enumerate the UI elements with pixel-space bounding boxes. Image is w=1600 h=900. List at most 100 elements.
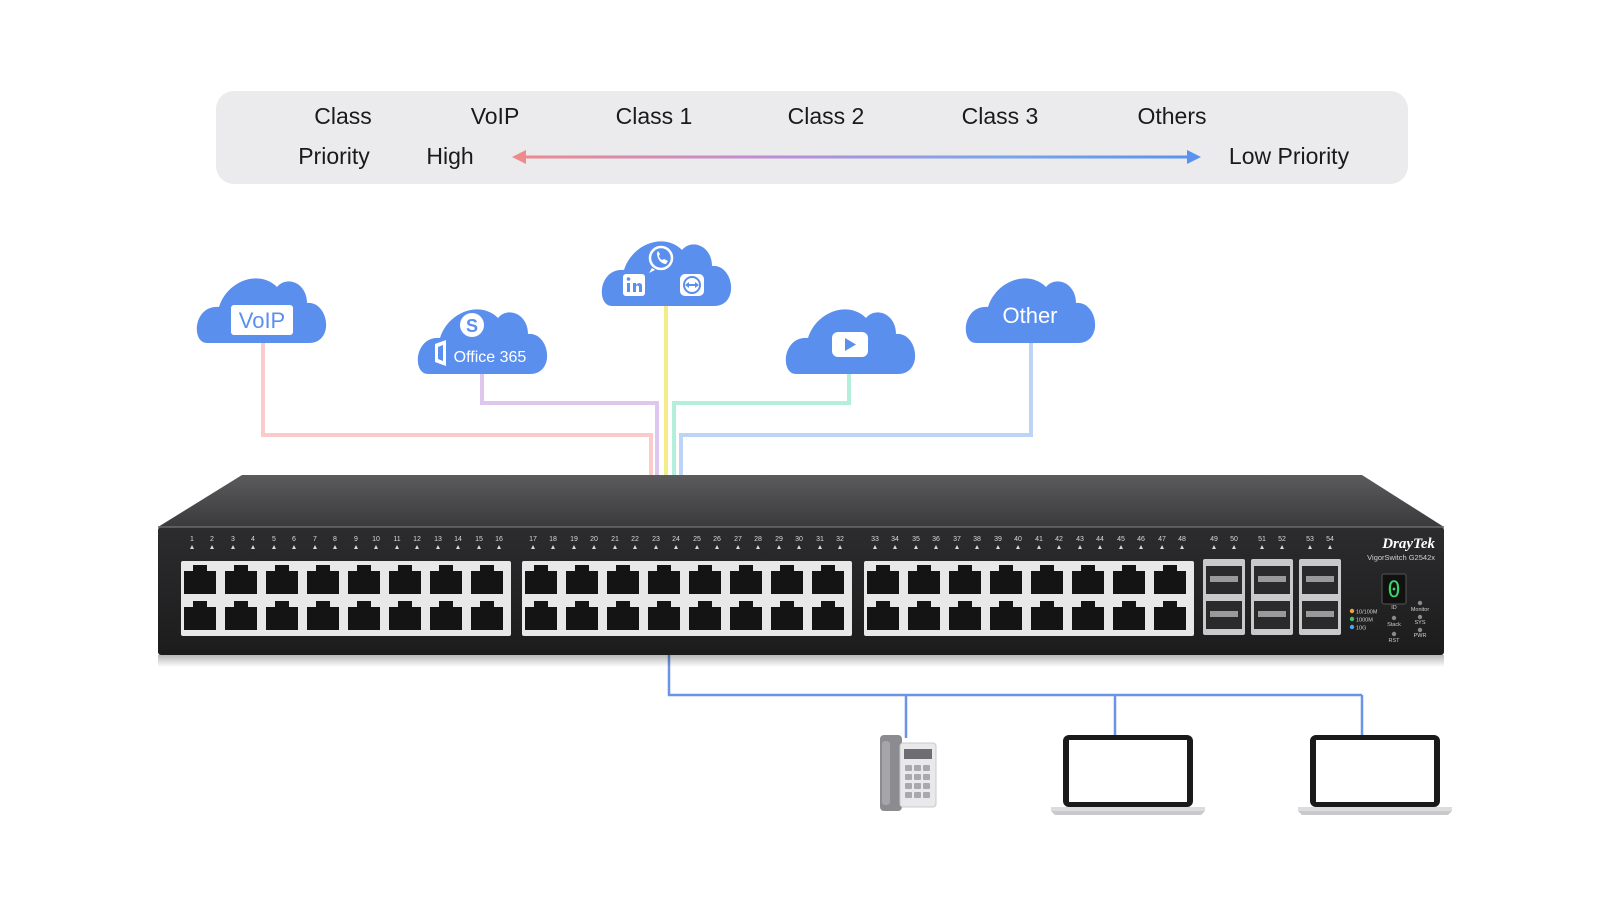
port-indicator-arrow <box>715 545 719 549</box>
phone-key <box>905 774 912 780</box>
port-number-label: 21 <box>611 536 619 543</box>
led-indicator <box>1349 616 1355 622</box>
rj45-port <box>430 601 462 630</box>
status-label: PWR <box>1414 633 1427 639</box>
port-number-label: 37 <box>953 536 961 543</box>
rj45-port <box>607 565 639 594</box>
port-number-label: 22 <box>631 536 639 543</box>
port-indicator-arrow <box>914 545 918 549</box>
teamviewer-icon <box>680 274 704 296</box>
port-number-label: 29 <box>775 536 783 543</box>
status-led <box>1391 631 1397 637</box>
rj45-port <box>771 601 803 630</box>
rj45-port <box>908 565 940 594</box>
port-number-label: 34 <box>891 536 899 543</box>
port-indicator-arrow <box>1037 545 1041 549</box>
rj45-port <box>990 601 1022 630</box>
port-number-label: 26 <box>713 536 721 543</box>
port-number-label: 31 <box>816 536 824 543</box>
port-indicator-arrow <box>797 545 801 549</box>
port-indicator-arrow <box>838 545 842 549</box>
port-number-label: 46 <box>1137 536 1145 543</box>
rj45-port <box>1031 601 1063 630</box>
rj45-port <box>990 565 1022 594</box>
rj45-port <box>389 565 421 594</box>
port-indicator-arrow <box>374 545 378 549</box>
cloud-shape <box>417 309 548 374</box>
port-indicator-arrow <box>996 545 1000 549</box>
port-number-label: 41 <box>1035 536 1043 543</box>
cloud-shape <box>965 278 1096 343</box>
rj45-port <box>184 601 216 630</box>
port-number-label: 33 <box>871 536 879 543</box>
port-number-label: 7 <box>313 536 317 543</box>
rj45-port <box>307 565 339 594</box>
port-number-label: 1 <box>190 536 194 543</box>
rj45-port <box>348 601 380 630</box>
port-indicator-arrow <box>395 545 399 549</box>
port-indicator-arrow <box>251 545 255 549</box>
rj45-port <box>1031 565 1063 594</box>
cloud-shape <box>601 241 732 306</box>
class-1: Class 1 <box>615 103 693 129</box>
phone-key <box>914 792 921 798</box>
switch-brand: DrayTek <box>1381 536 1435 552</box>
port-indicator-arrow <box>1160 545 1164 549</box>
rj45-port <box>648 601 680 630</box>
led-indicator <box>1349 624 1355 630</box>
port-number-label: 20 <box>590 536 598 543</box>
led-label: 10/100M <box>1356 610 1378 616</box>
rj45-port <box>225 565 257 594</box>
port-number-label: 40 <box>1014 536 1022 543</box>
port-blocks <box>181 561 1194 636</box>
port-indicator-arrow <box>436 545 440 549</box>
voip-label-box <box>231 305 293 335</box>
port-indicator-arrow <box>893 545 897 549</box>
rj45-port <box>1113 601 1145 630</box>
port-number-label: 23 <box>652 536 660 543</box>
port-indicator-arrow <box>1016 545 1020 549</box>
rj45-port <box>566 565 598 594</box>
phone-key <box>905 792 912 798</box>
rj45-port <box>1072 565 1104 594</box>
port-number-label: 9 <box>354 536 358 543</box>
rj45-port <box>689 601 721 630</box>
rj45-port <box>949 565 981 594</box>
phone-key <box>923 774 930 780</box>
sfp-number-label: 51 <box>1258 536 1266 543</box>
port-indicator-arrow <box>190 545 194 549</box>
seven-segment-display: 0 <box>1387 578 1400 603</box>
phone-key <box>914 774 921 780</box>
port-indicator-arrow <box>497 545 501 549</box>
port-indicator-arrow <box>354 545 358 549</box>
port-number-label: 45 <box>1117 536 1125 543</box>
rj45-port <box>908 601 940 630</box>
class-row-label: Class <box>314 103 372 129</box>
port-indicator-arrow <box>777 545 781 549</box>
status-led <box>1417 614 1423 620</box>
port-number-label: 36 <box>932 536 940 543</box>
rj45-port <box>730 565 762 594</box>
port-block <box>522 561 852 636</box>
port-number-label: 43 <box>1076 536 1084 543</box>
status-label: ID <box>1391 605 1397 611</box>
port-indicator-arrow <box>572 545 576 549</box>
laptop-icon <box>1298 735 1452 815</box>
port-indicator-arrow <box>1119 545 1123 549</box>
rj45-ports <box>184 565 1186 630</box>
low-priority-label: Low Priority <box>1228 143 1350 169</box>
port-number-label: 6 <box>292 536 296 543</box>
port-indicator-arrow <box>456 545 460 549</box>
rj45-port <box>648 565 680 594</box>
port-number-label: 35 <box>912 536 920 543</box>
port-number-label: 14 <box>454 536 462 543</box>
switch-shadow <box>158 655 1444 667</box>
phone-key <box>923 783 930 789</box>
rj45-port <box>471 565 503 594</box>
port-number-label: 13 <box>434 536 442 543</box>
